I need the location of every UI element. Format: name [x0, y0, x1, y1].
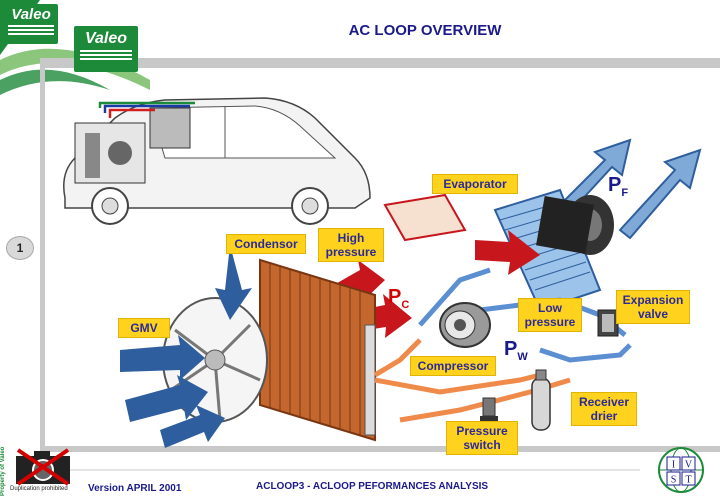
- ac-loop-diagram: [120, 138, 702, 448]
- duplication-prohibited: Duplication prohibited: [10, 486, 68, 492]
- cold-air-arrow-icon: [120, 245, 252, 448]
- pressure-switch-icon: [480, 397, 498, 422]
- label-compressor: Compressor: [410, 356, 496, 376]
- evaporator-icon: [493, 188, 614, 312]
- footer-course: ACLOOP3 - ACLOOP PEFORMANCES ANALYSIS: [256, 481, 489, 492]
- ivst-letter: S: [671, 475, 677, 486]
- expansion-valve-icon: [597, 309, 619, 337]
- valeo-logo-stripes-icon: [8, 25, 54, 35]
- label-pressure-switch: Pressure switch: [446, 421, 518, 455]
- valeo-logo: Valeo: [74, 26, 138, 72]
- label-receiver-drier: Receiver drier: [571, 392, 637, 426]
- pressure-symbol-main: P: [608, 174, 622, 196]
- ivst-letter: T: [685, 475, 691, 486]
- label-low-pressure: Low pressure: [518, 298, 582, 332]
- ivst-globe-icon: I V S T: [658, 447, 704, 493]
- pressure-symbol-sub: C: [401, 299, 410, 311]
- label-gmv: GMV: [118, 318, 170, 338]
- no-camera-icon: [16, 448, 70, 486]
- cold-air-arrow-icon: [553, 138, 702, 240]
- ivst-letter: I: [672, 460, 675, 471]
- pressure-symbol-pw: PW: [504, 338, 528, 363]
- pressure-symbol-pc: PC: [388, 286, 409, 311]
- pressure-symbol-sub: F: [621, 187, 629, 199]
- compressor-icon: [439, 302, 491, 348]
- property-of-valeo: Property of Valeo: [0, 440, 10, 498]
- valeo-logo-text: Valeo: [84, 30, 128, 47]
- pressure-symbol-main: P: [504, 338, 518, 360]
- car-outline-icon: [63, 97, 371, 225]
- ivst-letter: V: [685, 460, 693, 471]
- pressure-symbol-main: P: [388, 286, 402, 308]
- label-evaporator: Evaporator: [432, 174, 518, 194]
- page-title: AC LOOP OVERVIEW: [348, 22, 502, 39]
- label-high-pressure: High pressure: [318, 228, 384, 262]
- slide-number-badge: 1: [6, 236, 34, 260]
- label-condensor: Condensor: [226, 234, 306, 254]
- pressure-symbol-pf: PF: [608, 174, 628, 199]
- valeo-logo-text: Valeo: [11, 6, 51, 23]
- receiver-drier-icon: [531, 369, 551, 431]
- valeo-logo-stripes-icon: [80, 50, 132, 60]
- label-expansion-valve: Expansion valve: [616, 290, 690, 324]
- property-of-valeo-text: Property of Valeo: [0, 446, 6, 496]
- pressure-symbol-sub: W: [517, 351, 528, 363]
- valeo-logo: Valeo: [4, 4, 58, 44]
- footer-version: Version APRIL 2001: [88, 483, 182, 494]
